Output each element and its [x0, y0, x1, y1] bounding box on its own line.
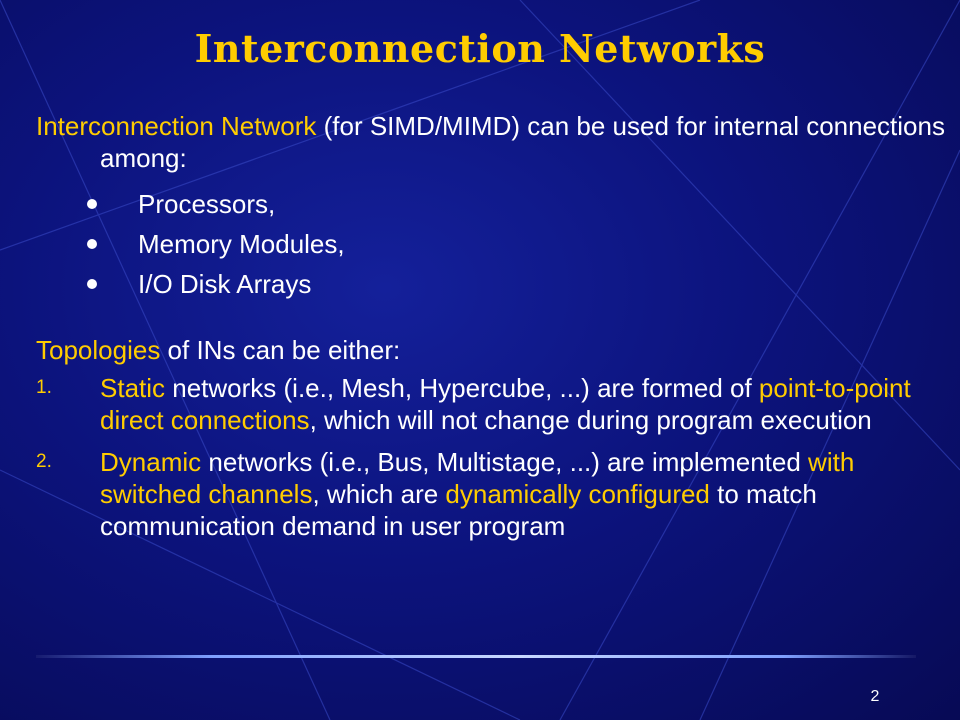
- intro-paragraph: Interconnection Network (for SIMD/MIMD) …: [36, 110, 951, 174]
- slide-body: Interconnection Network (for SIMD/MIMD) …: [36, 110, 951, 552]
- list-item: Processors,: [36, 184, 951, 224]
- list-item-static: 1. Static networks (i.e., Mesh, Hypercub…: [36, 373, 911, 435]
- topologies-paragraph: Topologies of INs can be either:: [36, 334, 951, 366]
- topologies-text: of INs can be either:: [160, 335, 401, 365]
- intro-highlight: Interconnection Network: [36, 111, 317, 141]
- bullet-icon: [87, 279, 97, 289]
- list-item: I/O Disk Arrays: [36, 264, 951, 304]
- list-item-dynamic: 2. Dynamic networks (i.e., Bus, Multista…: [36, 447, 855, 541]
- list-item: Memory Modules,: [36, 224, 951, 264]
- list-number: 1.: [36, 377, 52, 398]
- bullet-list: Processors, Memory Modules, I/O Disk Arr…: [36, 184, 951, 304]
- bullet-icon: [87, 239, 97, 249]
- footer-divider: [36, 655, 916, 658]
- slide-title: Interconnection Networks: [194, 26, 766, 71]
- numbered-list: 1. Static networks (i.e., Mesh, Hypercub…: [36, 372, 951, 542]
- page-number: 2: [870, 688, 880, 705]
- topologies-highlight: Topologies: [36, 335, 161, 365]
- list-number: 2.: [36, 451, 52, 472]
- bullet-icon: [87, 199, 97, 209]
- intro-text: (for SIMD/MIMD) can be used for internal…: [100, 111, 945, 173]
